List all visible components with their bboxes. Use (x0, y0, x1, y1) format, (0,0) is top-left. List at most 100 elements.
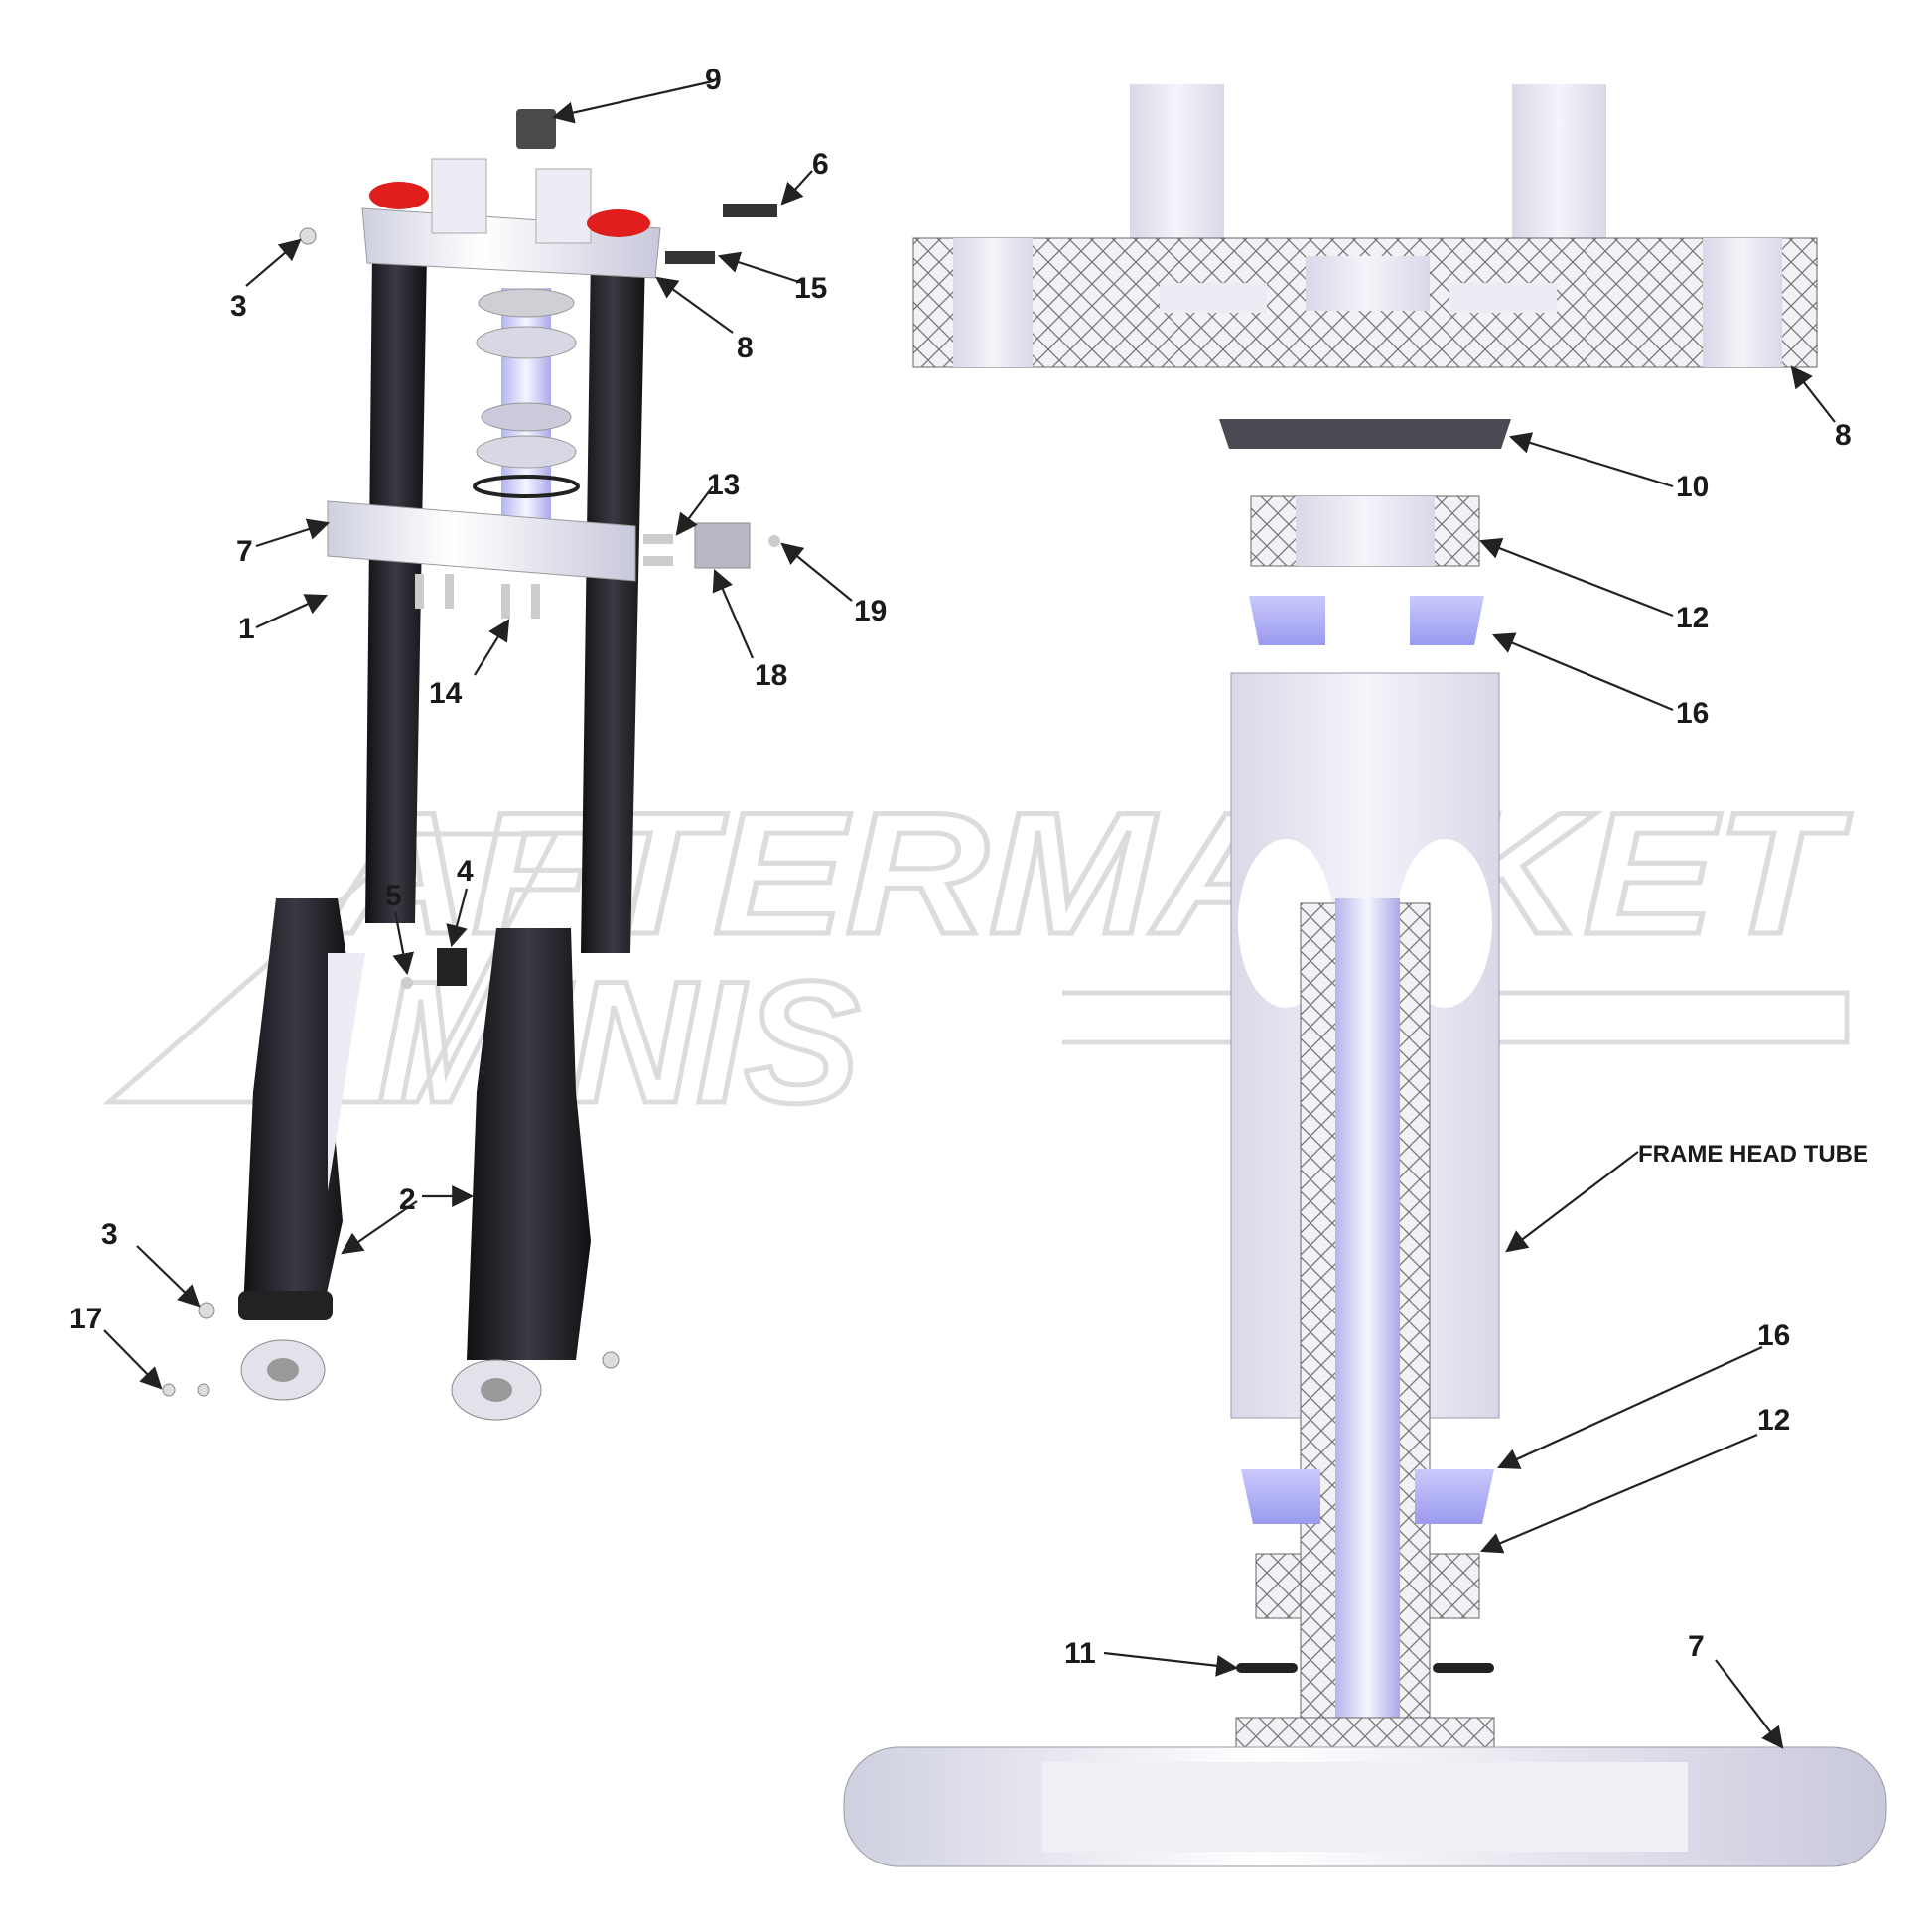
section-lower-clamp-web (1042, 1762, 1688, 1852)
screw-17a (162, 1383, 176, 1397)
left-fork-cap (369, 182, 429, 209)
stem-nut (478, 288, 575, 318)
section-upper-clamp-stem-bore (1306, 256, 1430, 311)
bracket-4 (437, 948, 467, 986)
stem-oring (473, 475, 580, 498)
leader-3-bottom (136, 1245, 201, 1308)
callout-7-left: 7 (236, 535, 253, 568)
leader-4 (446, 888, 469, 948)
leader-2a (341, 1200, 418, 1255)
leader-18 (712, 568, 755, 659)
bolt-14b (445, 574, 454, 609)
right-fork-leg (467, 928, 591, 1360)
leader-8b (1790, 365, 1836, 423)
leader-lines (103, 79, 1836, 1749)
section-lower-bearing-right (1429, 1553, 1480, 1619)
section-lower-race-left (1241, 1469, 1320, 1524)
leader-5 (392, 910, 415, 976)
bolt-14d (531, 584, 540, 619)
screw-3-top (299, 227, 317, 245)
left-fork-tube (365, 253, 427, 923)
callout-17: 17 (69, 1303, 102, 1335)
section-lower-bearing-left (1255, 1553, 1302, 1619)
section-dust-seal (1219, 419, 1511, 449)
callout-8-left: 8 (737, 332, 754, 364)
left-leg-inner (328, 953, 365, 1191)
callout-11: 11 (1064, 1637, 1096, 1670)
callout-8-right: 8 (1835, 419, 1852, 452)
leader-6 (780, 170, 813, 206)
section-upper-race-left (1249, 596, 1325, 645)
callout-7-right: 7 (1688, 1630, 1705, 1663)
callout-12-bottom: 12 (1757, 1404, 1790, 1437)
leader-17 (103, 1329, 163, 1390)
bearing-race (481, 402, 572, 432)
watermark: AFTERMARKET MINIS (102, 775, 1854, 1143)
callout-14: 14 (429, 677, 463, 710)
brake-hose-guide-18 (694, 522, 751, 569)
bolt-14a (415, 574, 424, 609)
callout-9: 9 (705, 64, 722, 96)
callout-3-top: 3 (230, 290, 247, 323)
callout-19: 19 (854, 595, 887, 627)
section-oring-left (1236, 1663, 1298, 1673)
callout-18: 18 (755, 659, 787, 692)
callout-5: 5 (385, 880, 402, 912)
leader-frame-head-tube (1505, 1151, 1639, 1253)
left-axle-lug (238, 1291, 333, 1320)
leader-14 (474, 619, 510, 676)
right-fork-tube (581, 253, 645, 953)
clamp-bolt-15 (665, 251, 715, 264)
callout-12-top: 12 (1676, 602, 1709, 634)
leader-12b (1479, 1433, 1758, 1554)
callout-10: 10 (1676, 471, 1709, 503)
leader-16b (1496, 1345, 1763, 1469)
callout-1: 1 (238, 613, 255, 645)
callout-13: 13 (707, 469, 740, 501)
leader-12a (1478, 537, 1674, 618)
section-upper-race-right (1410, 596, 1484, 645)
section-upper-clamp-right-bore (1703, 238, 1782, 367)
fork-assembly (162, 109, 780, 1421)
section-steering-stem (1335, 898, 1400, 1732)
leader-7a (255, 518, 331, 548)
callout-3-bottom: 3 (101, 1218, 118, 1251)
callout-16-bottom: 16 (1757, 1319, 1790, 1352)
callouts: 9 6 3 15 8 13 7 19 1 18 14 4 5 2 3 17 8 … (69, 64, 1868, 1670)
section-lower-race-right (1415, 1469, 1494, 1524)
leader-9 (551, 79, 714, 124)
clamp-bolt-6 (723, 204, 777, 217)
screw-5 (401, 977, 413, 989)
section-upper-clamp-left-bore (953, 238, 1033, 367)
section-bar-mount-left (1130, 84, 1224, 238)
axle-pinch-screw (602, 1351, 620, 1369)
callout-16-top: 16 (1676, 697, 1709, 730)
leader-10 (1508, 432, 1674, 488)
leader-16a (1491, 632, 1674, 712)
left-axle-hole (267, 1358, 299, 1382)
leader-7b (1715, 1659, 1784, 1749)
screw-3-bottom (198, 1302, 215, 1319)
upper-bearing (476, 326, 577, 359)
clamp-bolt-13a (643, 534, 673, 544)
leader-19 (780, 542, 853, 602)
leader-11 (1103, 1651, 1239, 1677)
screw-17b (197, 1383, 210, 1397)
section-oring-right (1433, 1663, 1494, 1673)
right-fork-cap (587, 209, 650, 237)
section-view (843, 84, 1887, 1867)
leader-8a (655, 276, 734, 334)
lower-bearing (476, 435, 577, 469)
callout-6: 6 (812, 148, 829, 181)
section-bar-mount-right (1512, 84, 1606, 238)
watermark-line1: AFTERMARKET (323, 777, 1852, 971)
leader-3-top (245, 238, 302, 287)
section-upper-clamp-pocket-left (1160, 283, 1267, 313)
stem-cap-nut (516, 109, 556, 149)
right-axle-hole (481, 1378, 512, 1402)
leader-1 (255, 594, 329, 629)
handlebar-mount-left (431, 158, 487, 234)
callout-15: 15 (794, 272, 827, 305)
clamp-bolt-13b (643, 556, 673, 566)
